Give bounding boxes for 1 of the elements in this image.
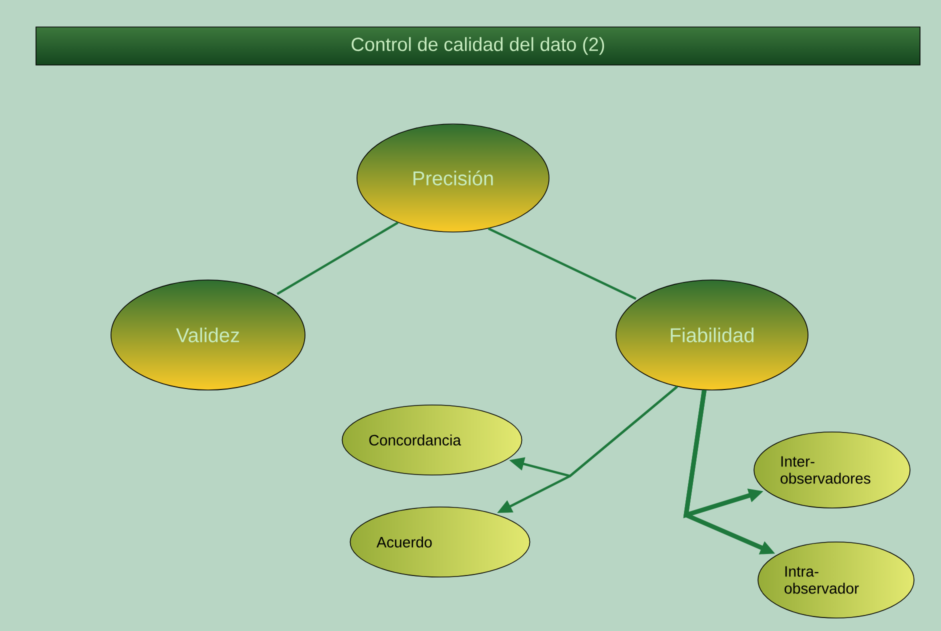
title-bar: Control de calidad del dato (2) [36, 26, 920, 66]
